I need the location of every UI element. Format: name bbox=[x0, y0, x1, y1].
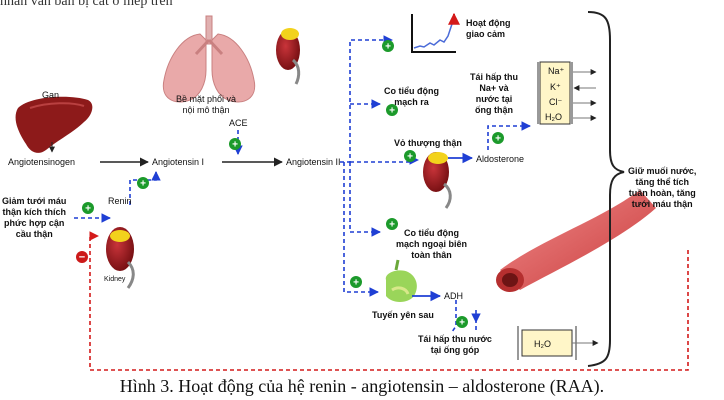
ion-k-label: K⁺ bbox=[550, 82, 561, 92]
svg-text:+: + bbox=[140, 179, 146, 190]
outcome-brace bbox=[587, 11, 625, 367]
plus-marker: + bbox=[386, 218, 398, 231]
ion-h2o-label: H₂O bbox=[545, 112, 562, 122]
svg-text:+: + bbox=[459, 318, 465, 329]
plus-marker: + bbox=[456, 316, 468, 329]
lung-surface-label: Bề mặt phổi và nội mô thận bbox=[176, 94, 237, 115]
liver-illustration bbox=[15, 96, 93, 153]
water-reabsorption-label: Tái hấp thu nước tại ống góp bbox=[418, 334, 492, 355]
duct-h2o-label: H₂O bbox=[534, 339, 551, 349]
aldosterone-label: Aldosterone bbox=[476, 154, 525, 164]
svg-text:+: + bbox=[353, 278, 359, 289]
lungs-illustration bbox=[162, 15, 256, 103]
svg-text:+: + bbox=[385, 42, 391, 53]
sympathetic-label: Hoạt động giao cảm bbox=[466, 18, 511, 39]
renin-label: Renin bbox=[108, 196, 132, 206]
svg-text:+: + bbox=[389, 220, 395, 231]
angiotensin1-label: Angiotensin I bbox=[152, 157, 205, 167]
svg-text:+: + bbox=[232, 140, 238, 151]
efferent-label: Co tiểu động mạch ra bbox=[384, 86, 439, 107]
plus-marker: + bbox=[386, 104, 398, 117]
ion-cl-label: Cl⁻ bbox=[549, 97, 562, 107]
angiotensin2-label: Angiotensin II bbox=[286, 157, 341, 167]
adrenal-cortex-label: Vỏ thượng thận bbox=[394, 138, 462, 148]
arrow-adh-to-duct bbox=[451, 300, 457, 333]
kidney-illustration-left bbox=[106, 227, 135, 289]
sympathetic-activity-chart bbox=[411, 12, 460, 53]
stimulus-label: Giảm tưới máu thận kích thích phức hợp c… bbox=[2, 196, 67, 239]
svg-text:+: + bbox=[495, 134, 501, 145]
negative-feedback-loop bbox=[89, 231, 689, 371]
angiotensinogen-label: Angiotensinogen bbox=[8, 157, 76, 167]
ace-label: ACE bbox=[229, 118, 248, 128]
plus-marker: + bbox=[229, 138, 241, 151]
kidney-illustration-adrenal bbox=[423, 152, 452, 209]
kidney-illustration-top bbox=[276, 28, 301, 85]
plus-marker: + bbox=[350, 276, 362, 289]
renal-tubule-box bbox=[537, 61, 597, 125]
minus-marker: − bbox=[76, 251, 88, 264]
plus-marker: + bbox=[404, 150, 416, 163]
figure-caption: Hình 3. Hoạt động của hệ renin - angiote… bbox=[119, 376, 605, 396]
cropped-header-text: nhãn văn bản bị cắt ở mép trên bbox=[0, 0, 724, 8]
peripheral-vasoconstriction-label: Co tiểu động mạch ngoại biên toàn thân bbox=[396, 228, 468, 260]
svg-text:−: − bbox=[79, 252, 85, 264]
reabsorb-na-label: Tái hấp thu Na+ và nước tại ống thận bbox=[470, 72, 518, 115]
pituitary-label: Tuyến yên sau bbox=[372, 310, 434, 320]
svg-text:+: + bbox=[389, 106, 395, 117]
ion-na-label: Na⁺ bbox=[548, 66, 565, 76]
outcome-label: Giữ muối nước, tăng thể tích tuần hoàn, … bbox=[628, 166, 697, 209]
kidney-label: Kidney bbox=[104, 276, 126, 283]
cropped-header-label: nhãn văn bản bị cắt ở mép trên bbox=[0, 0, 173, 8]
plus-marker: + bbox=[82, 202, 94, 215]
plus-marker: + bbox=[382, 40, 394, 53]
svg-text:+: + bbox=[85, 204, 91, 215]
stimulation-markers: + + + + + + + + + + bbox=[82, 40, 504, 329]
collecting-duct-box bbox=[517, 326, 599, 360]
liver-label: Gan bbox=[42, 90, 60, 100]
svg-text:+: + bbox=[407, 152, 413, 163]
blood-vessel-illustration bbox=[496, 190, 656, 292]
pituitary-illustration bbox=[385, 259, 417, 302]
plus-marker: + bbox=[137, 177, 149, 190]
adh-label: ADH bbox=[444, 291, 464, 301]
plus-marker: + bbox=[492, 132, 504, 145]
